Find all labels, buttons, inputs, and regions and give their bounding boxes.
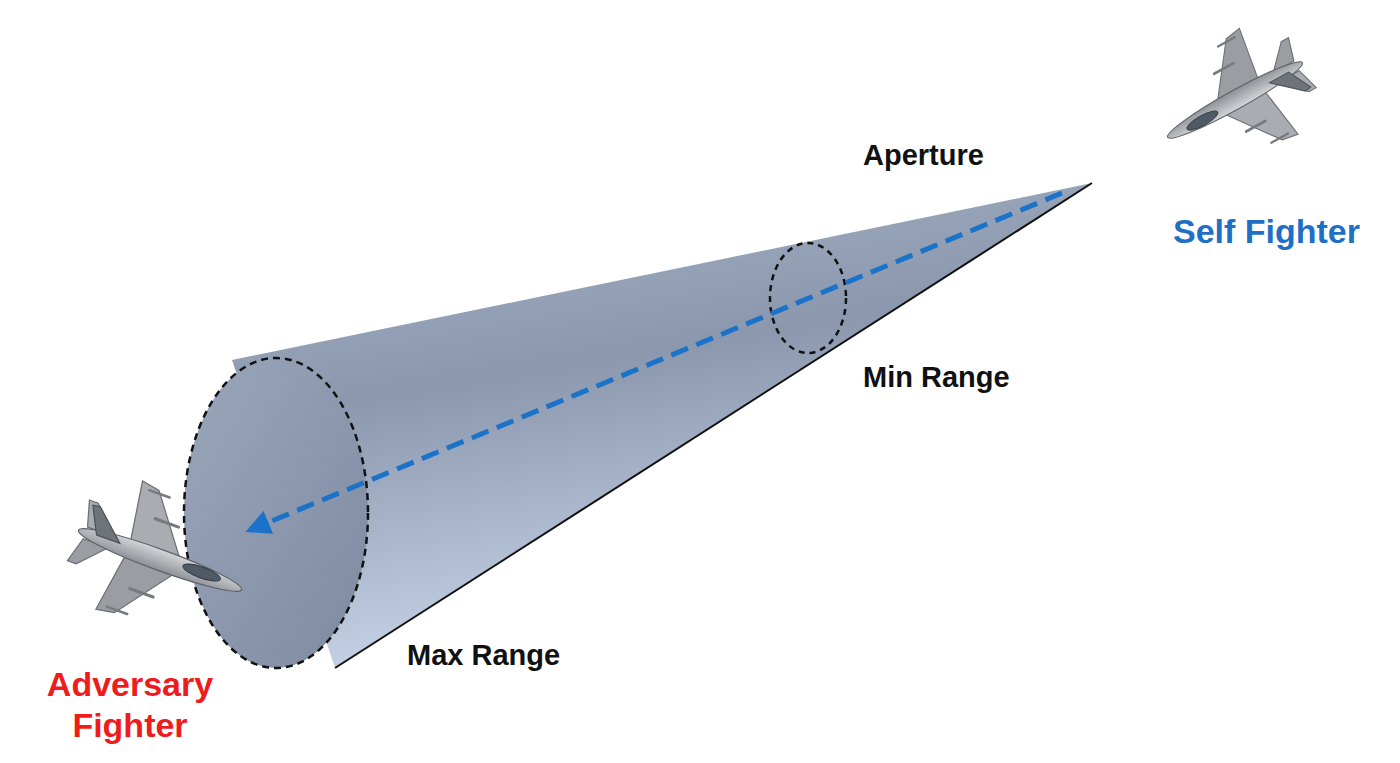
range-label: Min Range (863, 360, 1010, 395)
max-range-ring (184, 358, 368, 668)
cone-edge (335, 183, 1092, 668)
fighter-label: Self Fighter (1173, 211, 1360, 252)
range-label: Max Range (407, 638, 560, 673)
adversary-fighter-jet (55, 466, 265, 654)
fighter-label: Adversary Fighter (30, 664, 230, 746)
sensor-cone (232, 183, 1092, 668)
max-range-face (184, 358, 368, 668)
aperture-label: Aperture (863, 138, 984, 173)
line-of-sight-arrow (250, 193, 1062, 530)
self-fighter-jet (1138, 10, 1331, 190)
